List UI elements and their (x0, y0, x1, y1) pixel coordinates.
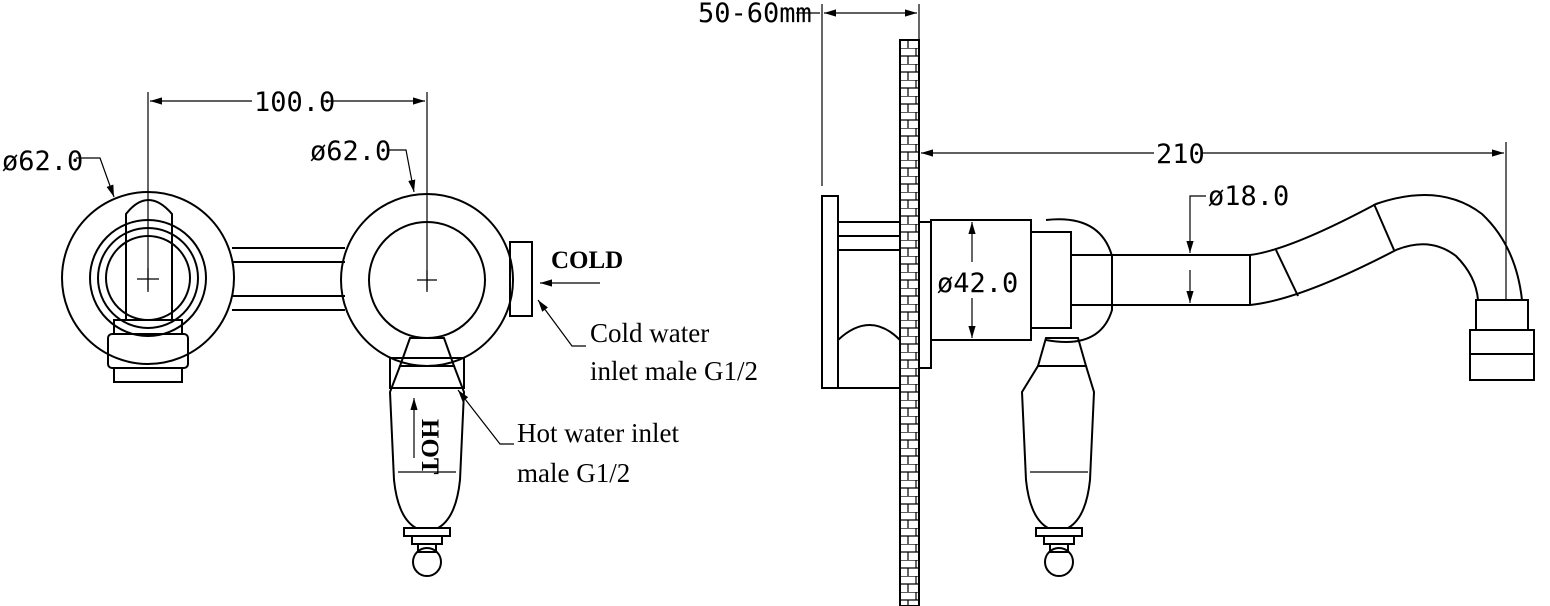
lever-handle-front (388, 337, 466, 577)
dim-wall-label: 50-60mm (698, 0, 812, 29)
cold-label: COLD (551, 247, 623, 274)
dim-spout-diameter-label: ø18.0 (1208, 181, 1289, 212)
dim-right-diameter-label: ø62.0 (310, 136, 391, 167)
valve-body-front (340, 193, 533, 389)
cold-note-line1: Cold water (590, 318, 709, 348)
concealed-valve-body (821, 195, 901, 389)
left-spout-front (107, 199, 189, 383)
wall-plate (918, 221, 932, 369)
hot-note-line1: Hot water inlet (517, 418, 679, 448)
hot-note-line2: male G1/2 (517, 458, 630, 488)
spout-side (1249, 194, 1535, 381)
cold-note-line2: inlet male G1/2 (590, 356, 758, 386)
front-view: 100.0 ø62.0 ø62.0 COLD Cold water inlet … (2, 87, 758, 577)
wall-section (899, 39, 920, 606)
side-view: 50-60mm 210 ø18.0 ø42.0 (698, 0, 1535, 606)
dim-reach-label: 210 (1156, 139, 1205, 170)
dim-body-diameter-label: ø42.0 (937, 268, 1018, 299)
connecting-bar (232, 247, 345, 311)
dim-spacing-label: 100.0 (254, 87, 335, 118)
dim-left-diameter-label: ø62.0 (2, 146, 83, 177)
lever-handle-side (1020, 337, 1096, 577)
hot-label: HOT (416, 419, 443, 475)
tap-body-side (930, 218, 1250, 343)
